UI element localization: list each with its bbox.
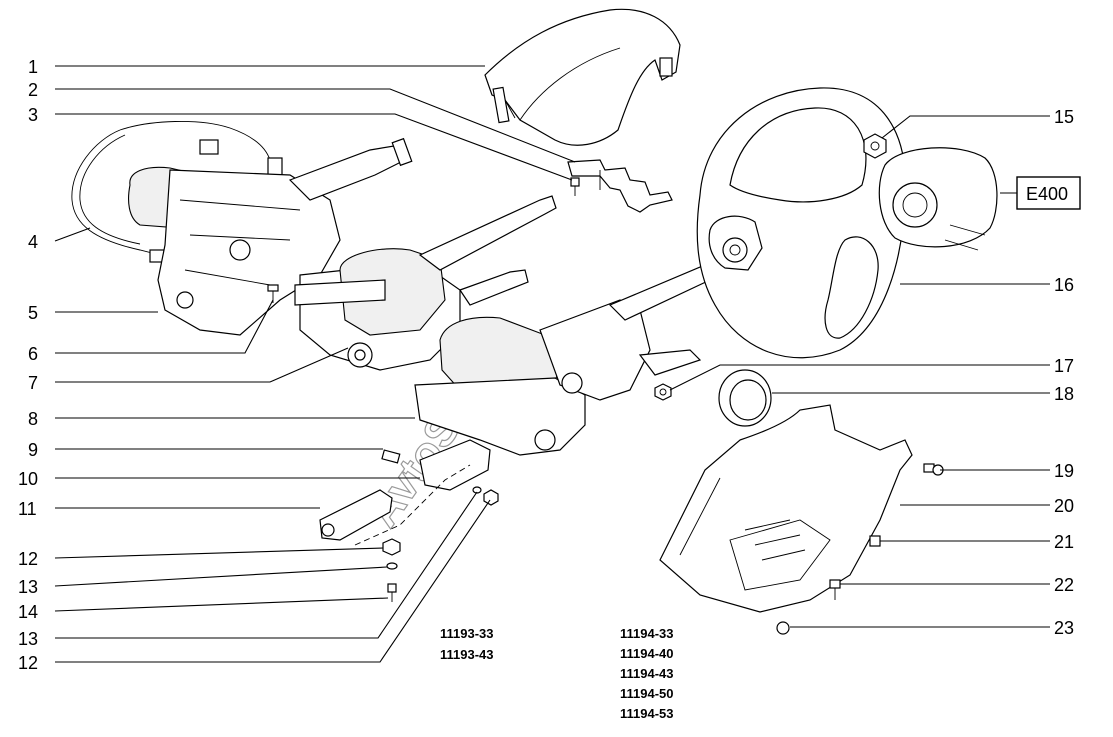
callout-22: 22: [1054, 575, 1074, 595]
callout-4: 4: [28, 232, 38, 252]
callout-15: 15: [1054, 107, 1074, 127]
nut-15: [863, 133, 887, 159]
callout-5: 5: [28, 303, 38, 323]
callout-9: 9: [28, 440, 38, 460]
right-column-assembly: [414, 261, 723, 456]
model-code: 11193-33: [440, 626, 494, 641]
nut-17: [654, 383, 672, 401]
lower-shroud: [659, 404, 913, 613]
steering-wheel: [696, 87, 907, 359]
callout-7: 7: [28, 373, 38, 393]
reference-box-e400[interactable]: E400: [1016, 176, 1081, 210]
model-code: 11194-53: [620, 706, 674, 721]
callout-20: 20: [1054, 496, 1074, 516]
bracket: [567, 159, 673, 213]
callouts-right: 15 16 17 18 19 20 21 22 23: [1054, 107, 1074, 638]
callout-12: 12: [18, 549, 38, 569]
model-code: 11194-43: [620, 666, 674, 681]
callout-18: 18: [1054, 384, 1074, 404]
callout-13: 13: [18, 577, 38, 597]
upper-shroud: [484, 8, 681, 146]
callout-17: 17: [1054, 356, 1074, 376]
left-column-assembly: [128, 137, 413, 336]
models-group-2: 11194-33 11194-40 11194-43 11194-50 1119…: [620, 626, 674, 721]
model-code: 11194-40: [620, 646, 674, 661]
model-code: 11193-43: [440, 647, 494, 662]
callout-23: 23: [1054, 618, 1074, 638]
callout-19: 19: [1054, 461, 1074, 481]
models-group-1: 11193-33 11193-43: [440, 626, 494, 662]
contact-ring: [718, 369, 772, 427]
callout-1: 1: [28, 57, 38, 77]
callout-8: 8: [28, 409, 38, 429]
model-code: 11194-33: [620, 626, 674, 641]
callout-21: 21: [1054, 532, 1074, 552]
callout-13b: 13: [18, 629, 38, 649]
leader-lines: [54, 65, 1050, 663]
airbag-module: [878, 147, 998, 251]
callout-2: 2: [28, 80, 38, 100]
callout-11: 11: [18, 499, 37, 519]
reference-label: E400: [1026, 184, 1068, 204]
callout-6: 6: [28, 344, 38, 364]
callout-14: 14: [18, 602, 38, 622]
callouts-left: 1 2 3 4 5 6 7 8 9 10 11 12 13 14 13 12: [18, 57, 38, 673]
callout-10: 10: [18, 469, 38, 489]
middle-column-assembly: [294, 195, 557, 371]
callout-12b: 12: [18, 653, 38, 673]
model-code: 11194-50: [620, 686, 674, 701]
callout-16: 16: [1054, 275, 1074, 295]
universal-joint-parts: [319, 439, 499, 602]
screw: [570, 177, 580, 196]
callout-3: 3: [28, 105, 38, 125]
wire-harness: [71, 120, 283, 263]
